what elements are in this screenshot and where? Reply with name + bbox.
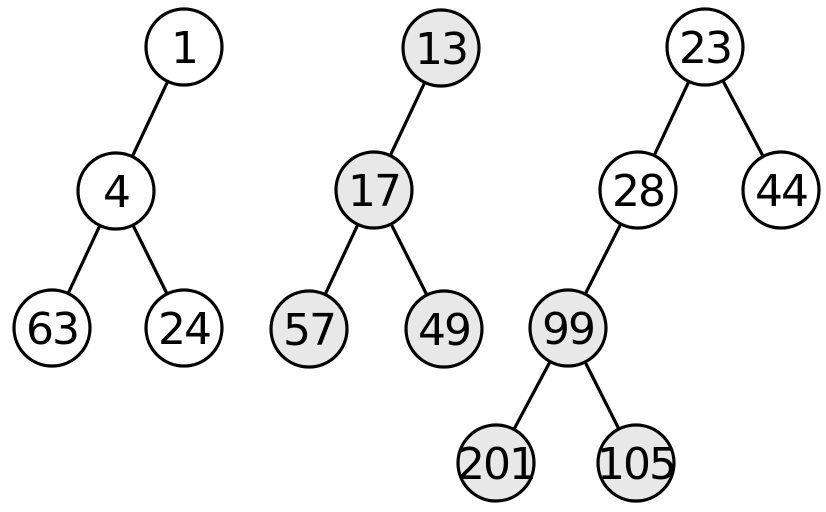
node-circle — [144, 7, 224, 87]
tree-node-201: 201 — [456, 423, 537, 503]
tree-node-4: 4 — [76, 151, 156, 231]
node-circle — [334, 150, 414, 230]
tree-node-17: 17 — [334, 150, 414, 230]
tree-node-57: 57 — [269, 289, 349, 369]
node-label: 57 — [283, 305, 335, 356]
node-label: 105 — [597, 439, 675, 490]
tree-node-28: 28 — [598, 150, 678, 230]
node-circle — [401, 8, 481, 88]
tree-3: 23 28 44 99 201 105 — [456, 7, 821, 503]
node-circle — [12, 288, 92, 368]
node-circle — [144, 288, 224, 368]
node-circle — [596, 423, 676, 503]
node-circle — [741, 150, 821, 230]
tree-2: 13 17 57 49 — [269, 8, 484, 369]
node-label: 4 — [103, 167, 129, 218]
tree-node-63: 63 — [12, 288, 92, 368]
tree-1: 1 4 63 24 — [12, 7, 224, 368]
node-circle — [404, 289, 484, 369]
node-circle — [76, 151, 156, 231]
node-label: 24 — [158, 304, 210, 355]
node-label: 1 — [171, 23, 197, 74]
node-label: 201 — [457, 439, 535, 490]
tree-node-99: 99 — [528, 288, 608, 368]
node-circle — [528, 288, 608, 368]
node-label: 44 — [755, 166, 807, 217]
tree-node-1: 1 — [144, 7, 224, 87]
node-label: 28 — [612, 166, 664, 217]
tree-node-105: 105 — [596, 423, 677, 503]
node-circle — [665, 7, 745, 87]
node-circle — [456, 423, 536, 503]
node-label: 63 — [26, 304, 78, 355]
tree-node-24: 24 — [144, 288, 224, 368]
node-label: 99 — [542, 304, 594, 355]
tree-node-49: 49 — [404, 289, 484, 369]
node-label: 13 — [415, 24, 467, 75]
node-circle — [269, 289, 349, 369]
node-label: 49 — [418, 305, 470, 356]
tree-node-13: 13 — [401, 8, 481, 88]
tree-node-44: 44 — [741, 150, 821, 230]
node-label: 23 — [679, 23, 731, 74]
node-label: 17 — [348, 166, 400, 217]
tree-node-23: 23 — [665, 7, 745, 87]
node-circle — [598, 150, 678, 230]
